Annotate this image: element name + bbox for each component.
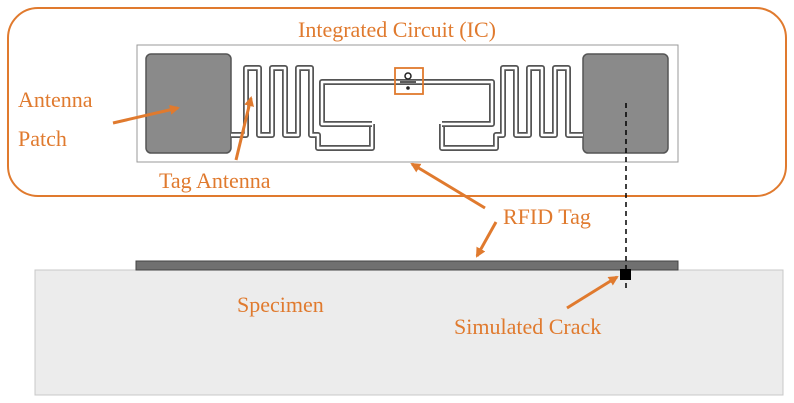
ic-chip: [394, 67, 424, 95]
specimen-label: Specimen: [237, 292, 324, 317]
antenna-patch-left: [145, 53, 232, 154]
ic-label: Integrated Circuit (IC): [298, 17, 496, 42]
rfid-tag-strip: [135, 260, 679, 271]
rfid-tag-arrow-down: [475, 221, 498, 258]
crack-arrow: [566, 275, 619, 310]
rfid-tag-arrow-up: [410, 162, 486, 210]
rfid-tag-label: RFID Tag: [503, 204, 591, 229]
specimen-block: [34, 269, 784, 396]
antenna-patch-label-line1: Antenna: [18, 87, 93, 112]
ic-outline: [7, 7, 787, 197]
antenna-patch-label-line2: Patch: [18, 126, 67, 151]
tag-antenna-label: Tag Antenna: [159, 168, 271, 193]
tag-antenna-arrow: [234, 96, 254, 161]
antenna-patch-arrow: [112, 104, 180, 125]
simulated-crack-label: Simulated Crack: [454, 314, 601, 339]
